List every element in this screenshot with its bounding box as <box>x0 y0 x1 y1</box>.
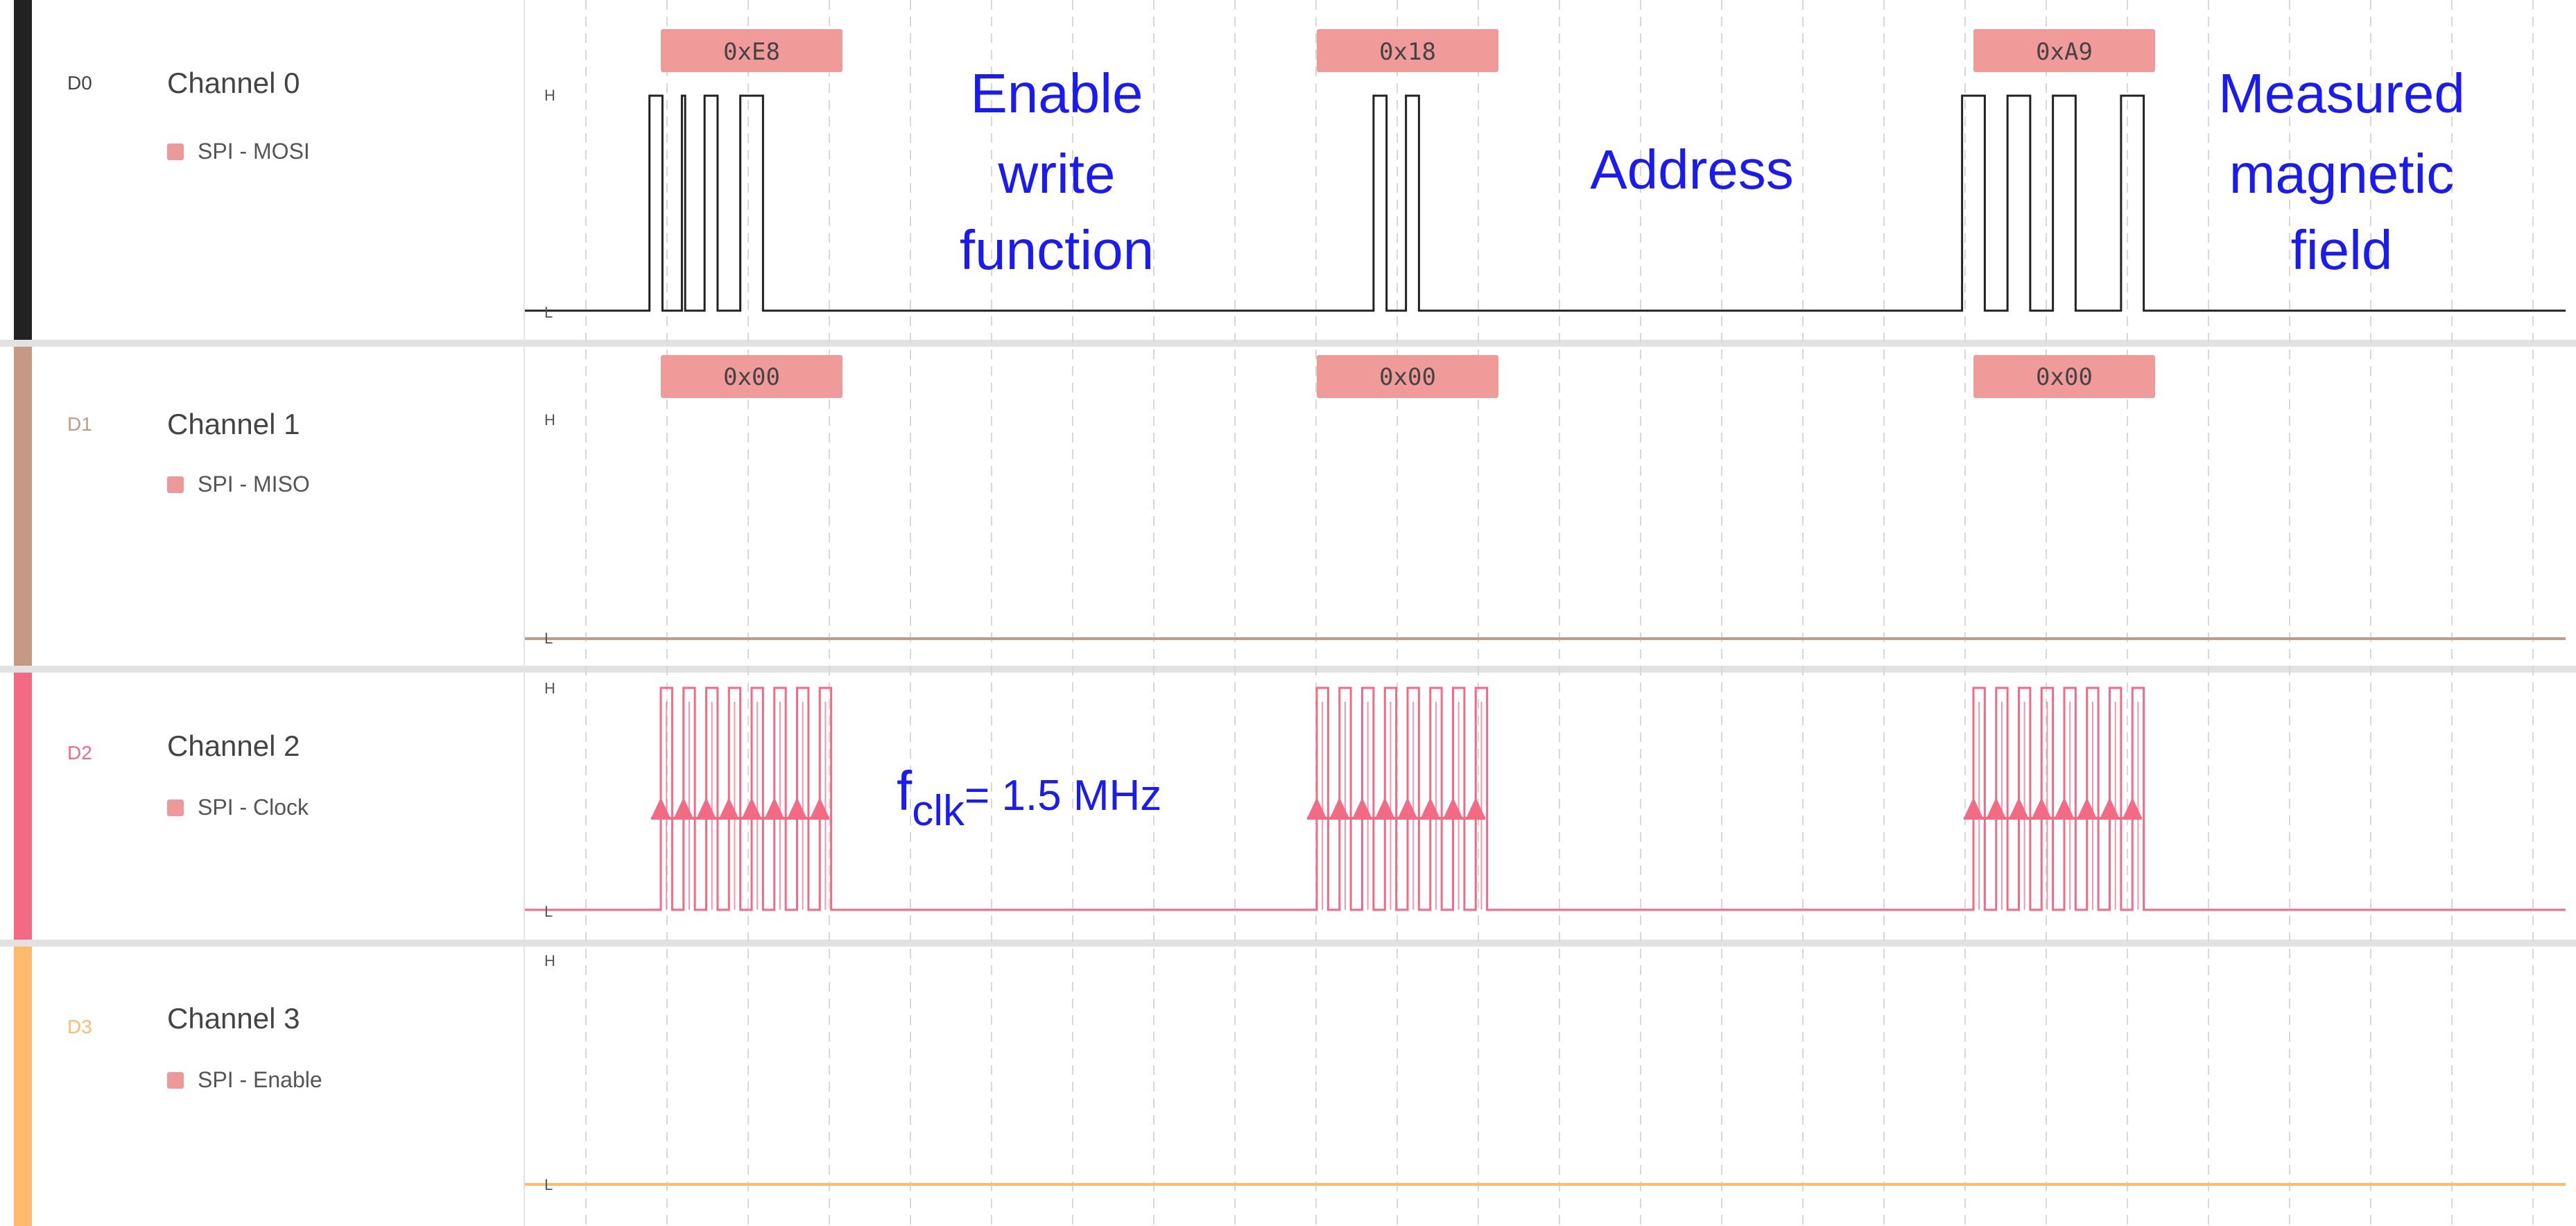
clock-trace-1 <box>842 687 1498 911</box>
fclk-symbol: f <box>897 760 913 822</box>
channel-2-color-bar <box>14 673 32 940</box>
annotation-measured-line-1: Measured <box>2218 62 2465 124</box>
mosi-decoded-value-2: 0xA9 <box>2036 38 2093 66</box>
ch3-high-label: H <box>544 952 555 969</box>
channel-3-analyzer[interactable]: SPI - Enable <box>167 1067 322 1093</box>
annotation-measured-line-2: magnetic <box>2229 143 2455 205</box>
ch2-low-label: L <box>544 903 553 920</box>
channel-0-name[interactable]: Channel 0 <box>167 67 300 99</box>
ch0-low-label: L <box>544 304 553 321</box>
channel-1-analyzer[interactable]: SPI - MISO <box>167 472 310 497</box>
signal-traces <box>525 94 2566 1186</box>
miso-decoded-bubble-1[interactable] <box>1317 355 1498 398</box>
annotation-enable-line-1: Enable <box>970 62 1143 124</box>
channel-1-id: D1 <box>67 413 92 435</box>
channel-2-analyzer[interactable]: SPI - Clock <box>167 795 309 820</box>
mosi-decoded-bubble-0[interactable] <box>661 29 842 72</box>
mosi-decoded-value-1: 0x18 <box>1379 38 1436 66</box>
analyzer-swatch-icon <box>167 476 184 493</box>
channel-row-3[interactable]: D3 Channel 3 SPI - Enable <box>0 940 2576 1226</box>
label-area-divider[interactable] <box>524 0 525 1226</box>
channel-1-name[interactable]: Channel 1 <box>167 408 300 440</box>
channel-2-name[interactable]: Channel 2 <box>167 729 300 762</box>
miso-decoded-bubble-0[interactable] <box>661 355 842 398</box>
ch1-high-label: H <box>544 411 555 429</box>
channel-1-color-bar <box>14 347 32 666</box>
analyzer-swatch-icon <box>167 799 184 816</box>
annotation-address: Address <box>1590 139 1793 200</box>
clock-trace-0 <box>525 687 842 911</box>
mosi-decoded-bubble-1[interactable] <box>1317 29 1498 72</box>
ch1-low-label: L <box>544 630 553 647</box>
channel-3-color-bar <box>14 947 32 1226</box>
time-grid <box>585 0 2534 1226</box>
channel-0-id: D0 <box>67 72 92 94</box>
annotation-clock-frequency: fclk= 1.5 MHz <box>897 760 1161 835</box>
mosi-decoded-bubble-2[interactable] <box>1973 29 2155 72</box>
annotation-enable-line-3: function <box>960 219 1154 281</box>
miso-decoded-value-0: 0x00 <box>723 363 780 391</box>
ch0-high-label: H <box>544 87 555 104</box>
channel-2-id: D2 <box>67 742 92 763</box>
channel-1-analyzer-label: SPI - MISO <box>198 472 310 497</box>
miso-decoded-value-2: 0x00 <box>2036 363 2093 391</box>
channel-3-id: D3 <box>67 1016 92 1037</box>
annotation-enable-line-2: write <box>998 143 1116 205</box>
fclk-subscript: clk <box>912 787 965 835</box>
miso-decoded-value-1: 0x00 <box>1379 363 1436 391</box>
ch2-high-label: H <box>544 680 555 697</box>
fclk-value: = 1.5 MHz <box>965 772 1161 820</box>
channel-0-analyzer-label: SPI - MOSI <box>198 139 310 164</box>
channel-3-analyzer-label: SPI - Enable <box>198 1067 322 1092</box>
analyzer-swatch-icon <box>167 143 184 160</box>
channel-row-2[interactable]: D2 Channel 2 SPI - Clock <box>0 666 2576 940</box>
mosi-decoded-value-0: 0xE8 <box>723 38 780 66</box>
ch3-low-label: L <box>544 1176 553 1193</box>
channel-3-name[interactable]: Channel 3 <box>167 1002 300 1035</box>
miso-decoded-bubble-2[interactable] <box>1973 355 2155 398</box>
clock-trace-2 <box>1498 687 2566 911</box>
analyzer-swatch-icon <box>167 1071 184 1089</box>
mosi-trace <box>525 94 2566 312</box>
channel-0-color-bar <box>14 0 32 340</box>
annotation-measured-line-3: field <box>2291 219 2393 281</box>
channel-0-analyzer[interactable]: SPI - MOSI <box>167 139 310 164</box>
channel-2-analyzer-label: SPI - Clock <box>198 795 309 820</box>
